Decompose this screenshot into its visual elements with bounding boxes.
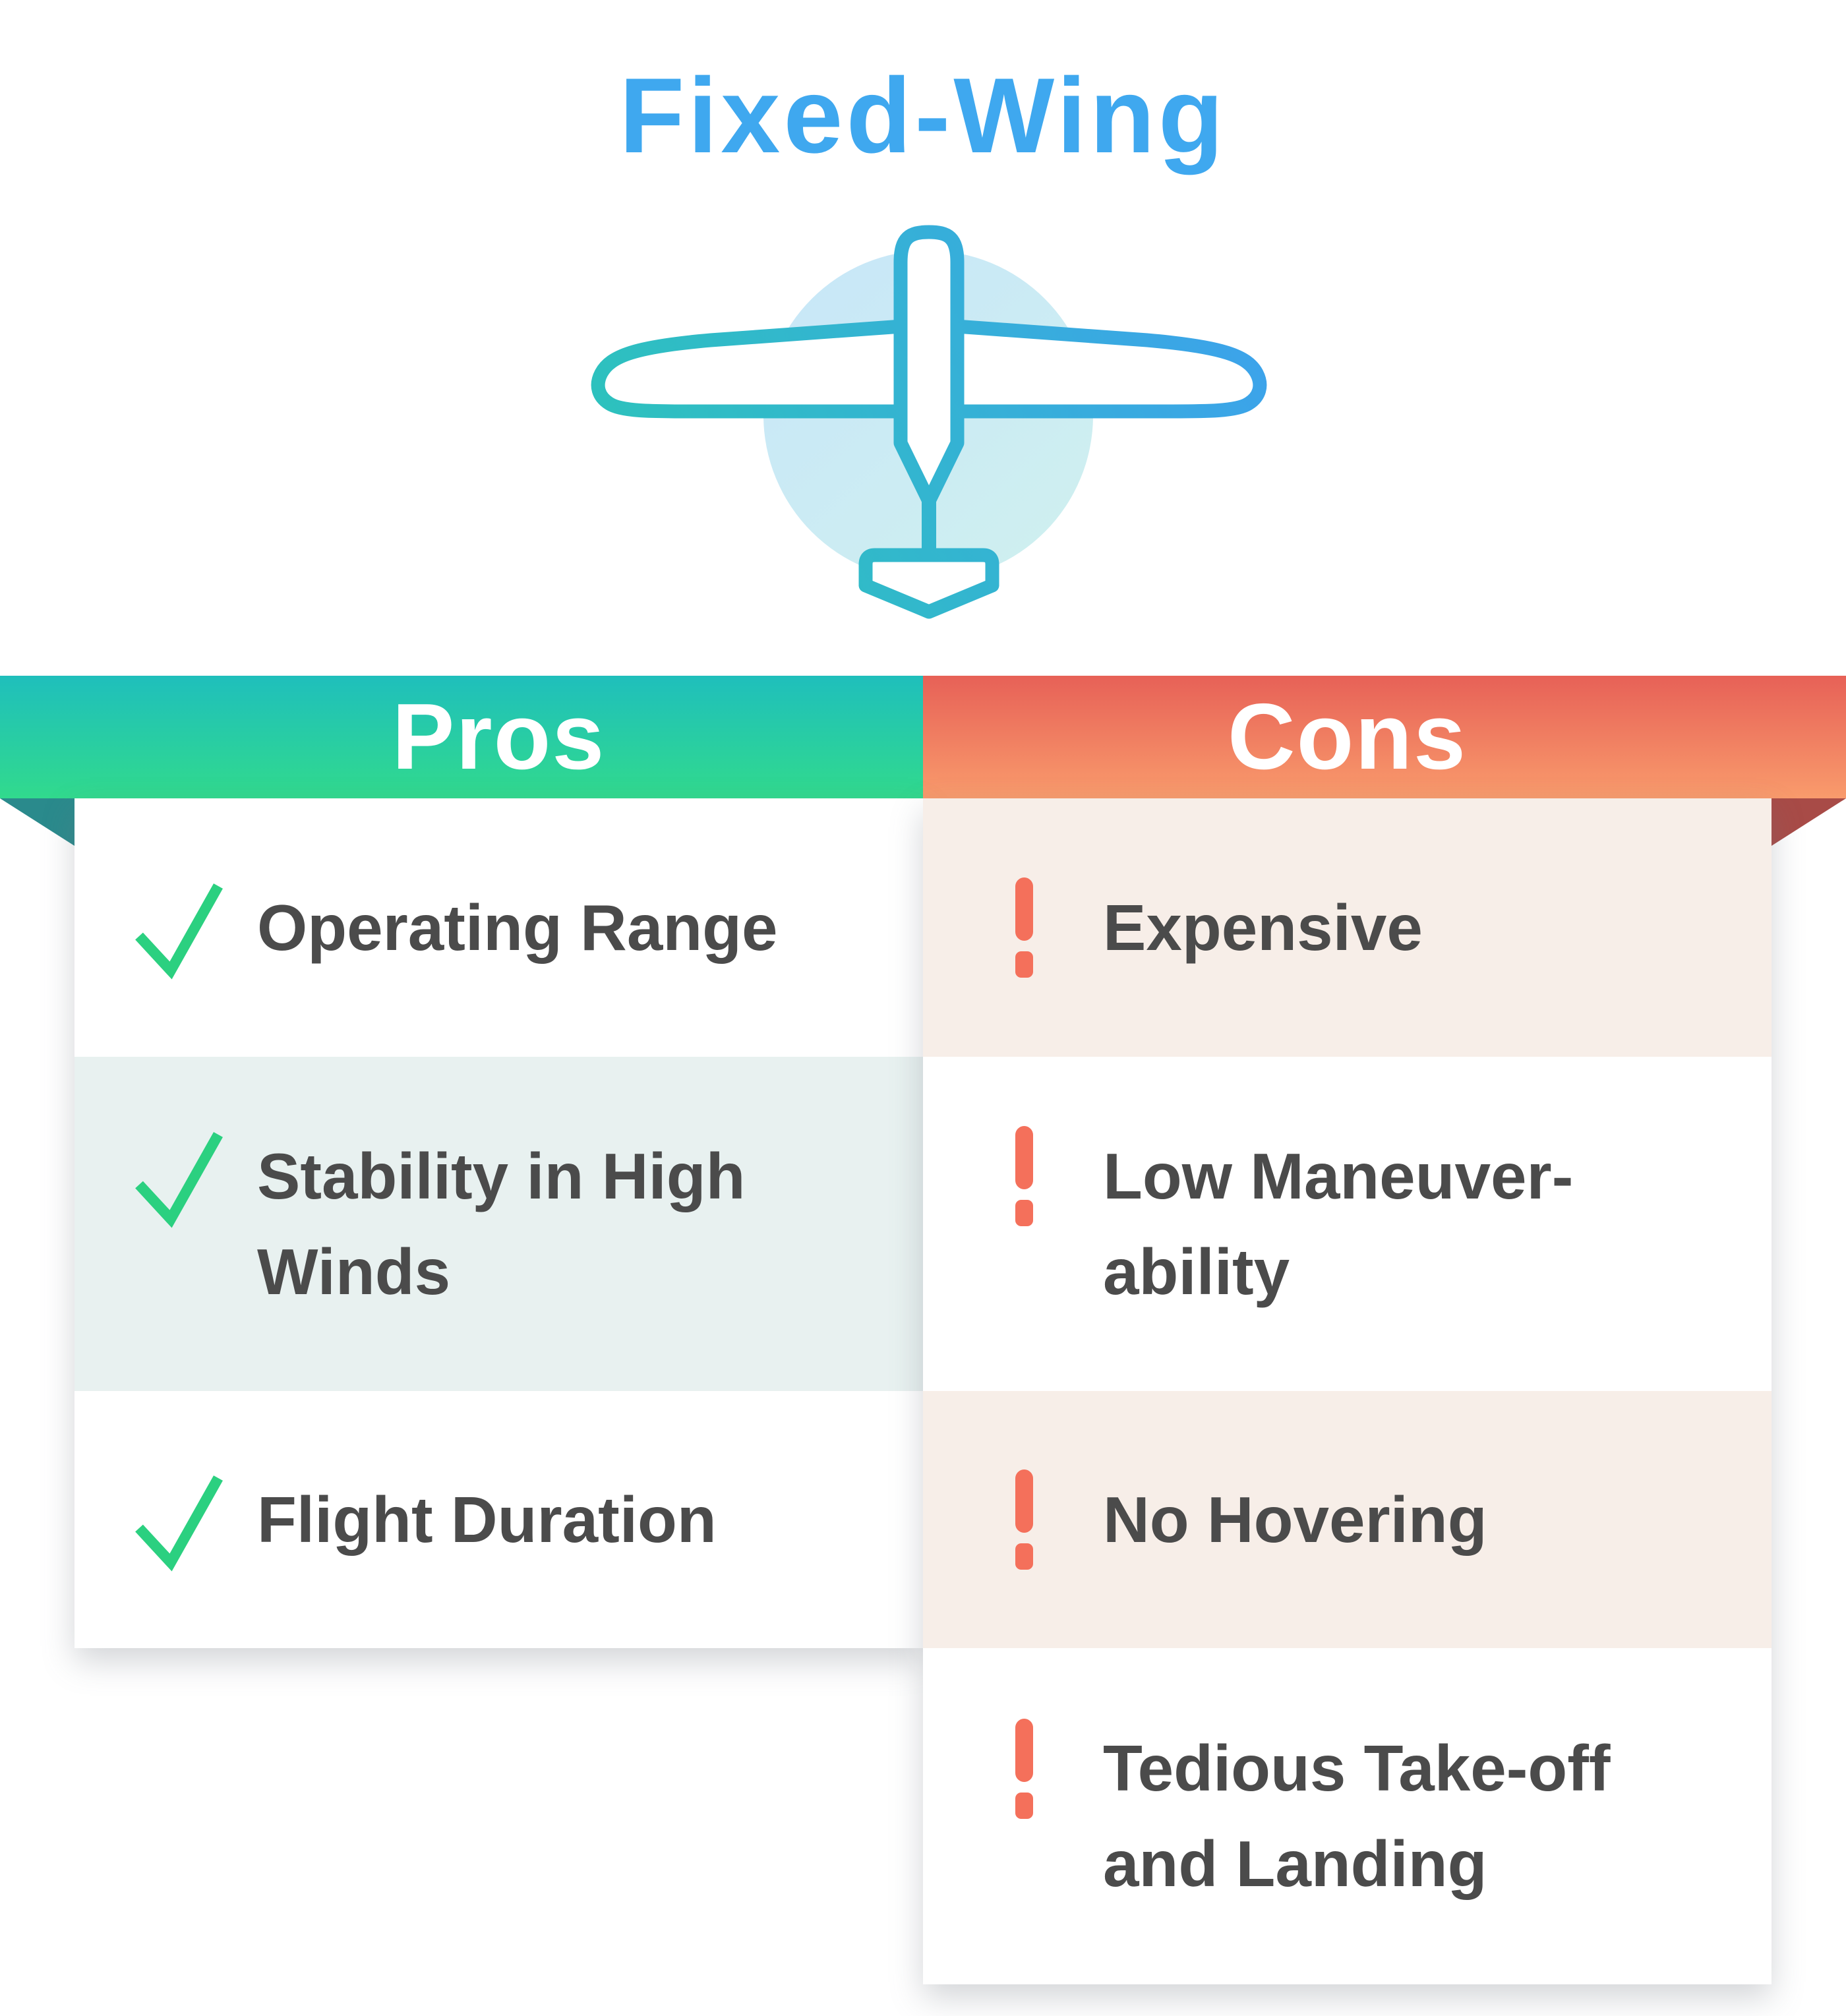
drone-fuselage <box>893 225 965 508</box>
pros-item-label: Stability in High Winds <box>257 1139 746 1308</box>
pros-item-label: Flight Duration <box>257 1483 717 1556</box>
cons-row: No Hovering <box>923 1391 1772 1648</box>
cons-banner-fold <box>1772 798 1846 846</box>
pros-header-label: Pros <box>392 684 606 789</box>
check-icon <box>133 1129 225 1228</box>
pros-column: Operating Range Stability in High Winds <box>74 798 923 1648</box>
cons-item-label: Tedious Take-off and Landing <box>1103 1732 1611 1900</box>
cons-column: Expensive Low Maneuver- ability No Hover… <box>923 798 1772 1984</box>
cons-row: Expensive <box>923 798 1772 1057</box>
pros-item-label: Operating Range <box>257 891 778 964</box>
drone-tail-boom <box>922 497 936 558</box>
page-title: Fixed-Wing <box>619 56 1227 175</box>
cons-row: Tedious Take-off and Landing <box>923 1648 1772 1984</box>
exclamation-icon <box>1015 1718 1033 1819</box>
pros-header: Pros <box>0 676 923 798</box>
cons-item-label: No Hovering <box>1103 1483 1487 1556</box>
cons-header-label: Cons <box>1228 684 1467 789</box>
drone-tail <box>858 548 999 619</box>
exclamation-icon <box>1015 877 1033 978</box>
cons-header: Cons <box>923 676 1846 798</box>
fixed-wing-drone-icon <box>574 224 1286 620</box>
drone-shape <box>591 225 1267 619</box>
check-icon <box>133 1472 225 1572</box>
cons-item-label: Low Maneuver- ability <box>1103 1139 1574 1308</box>
pros-row: Flight Duration <box>74 1391 923 1648</box>
cons-item-label: Expensive <box>1103 891 1423 964</box>
pros-cons-banner: Pros Cons <box>0 676 1846 798</box>
exclamation-icon <box>1015 1469 1033 1570</box>
check-icon <box>133 880 225 980</box>
pros-row: Stability in High Winds <box>74 1057 923 1391</box>
pros-row: Operating Range <box>74 798 923 1057</box>
cons-row: Low Maneuver- ability <box>923 1057 1772 1391</box>
pros-banner-fold <box>0 798 74 846</box>
exclamation-icon <box>1015 1126 1033 1226</box>
